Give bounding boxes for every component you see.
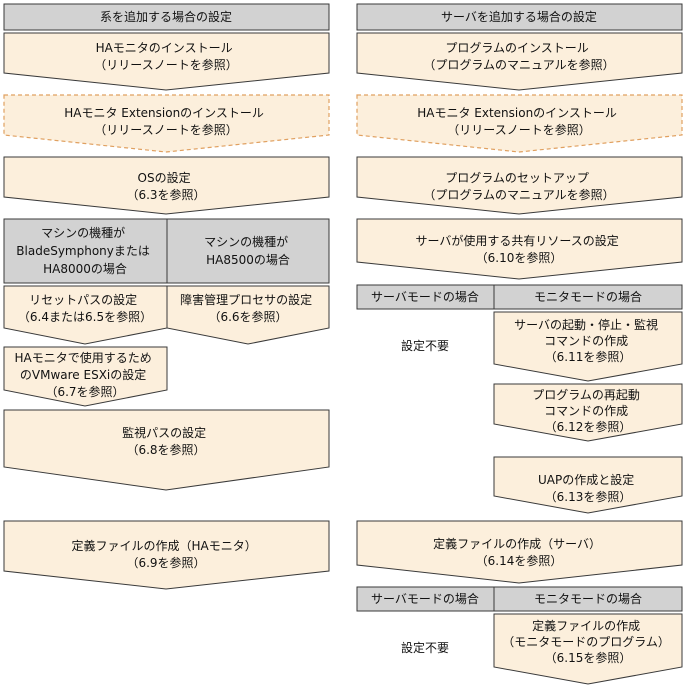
monitor-path-label: 監視パスの設定 （6.8を参照）	[122, 425, 210, 457]
ha-monitor-definition-step	[3, 520, 330, 590]
monitor-mode-definition-label: 定義ファイルの作成 （モニタモードのプログラム） （6.15を参照）	[502, 618, 673, 665]
monitor-mode-label-1: モニタモードの場合	[534, 289, 642, 304]
server-mode-label-2: サーバモードの場合	[371, 591, 479, 606]
vmware-esxi-step	[3, 346, 168, 407]
reset-path-step	[3, 285, 168, 345]
vmware-esxi-label: HAモニタで使用するため のVMware ESXiの設定 （6.7を参照）	[14, 350, 155, 399]
ha-monitor-install-step	[3, 32, 330, 91]
start-stop-command-step	[493, 311, 683, 382]
program-install-label: プログラムのインストール （プログラムのマニュアルを参照）	[423, 41, 614, 72]
os-setup-label: OSの設定 （6.3を参照）	[126, 170, 205, 202]
blade-machine-header	[3, 218, 168, 284]
os-setup-step	[3, 156, 330, 215]
shared-resource-step	[356, 218, 683, 280]
fault-processor-label: 障害管理プロセサの設定 （6.6を参照）	[180, 292, 316, 324]
ha8500-machine-header	[166, 218, 330, 284]
server-mode-header-2	[356, 586, 495, 612]
monitor-mode-header-1	[493, 284, 683, 310]
monitor-mode-header-2	[493, 586, 683, 612]
uap-setup-step	[493, 456, 683, 514]
program-install-step	[356, 32, 683, 91]
left-header: 系を追加する場合の設定	[100, 9, 232, 24]
ha-monitor-install-label: HAモニタのインストール （リリースノートを参照）	[94, 41, 237, 72]
right-extension-install-step	[356, 94, 683, 153]
monitor-path-step	[3, 409, 330, 491]
not-needed-2: 設定不要	[401, 640, 449, 655]
uap-setup-label: UAPの作成と設定 （6.13を参照）	[538, 472, 638, 504]
monitor-mode-label-2: モニタモードの場合	[534, 591, 642, 606]
ha8500-machine-label: マシンの機種が HA8500の場合	[204, 234, 292, 267]
right-extension-install-label: HAモニタ Extensionのインストール （リリースノートを参照）	[417, 106, 621, 137]
right-column: サーバを追加する場合の設定 プログラムのインストール （プログラムのマニュアルを…	[356, 3, 683, 685]
shared-resource-label: サーバが使用する共有リソースの設定 （6.10を参照）	[415, 233, 622, 265]
left-header-box	[3, 3, 330, 31]
start-stop-command-label: サーバの起動・停止・監視 コマンドの作成 （6.11を参照）	[514, 317, 662, 364]
server-definition-label: 定義ファイルの作成（サーバ） （6.14を参照）	[433, 536, 605, 568]
reset-path-label: リセットパスの設定 （6.4または6.5を参照）	[18, 292, 152, 324]
fault-processor-step	[166, 285, 330, 345]
not-needed-1: 設定不要	[401, 338, 449, 353]
server-definition-step	[356, 520, 683, 584]
restart-command-label: プログラムの再起動 コマンドの作成 （6.12を参照）	[532, 388, 643, 434]
server-mode-label-1: サーバモードの場合	[371, 289, 479, 304]
left-extension-install-label: HAモニタ Extensionのインストール （リリースノートを参照）	[64, 106, 268, 137]
left-column: 系を追加する場合の設定 HAモニタのインストール （リリースノートを参照） HA…	[3, 3, 330, 590]
program-setup-step	[356, 156, 683, 215]
restart-command-step	[493, 383, 683, 442]
left-extension-install-step	[3, 94, 330, 153]
server-mode-header-1	[356, 284, 495, 310]
right-header-box	[356, 3, 683, 31]
right-header: サーバを追加する場合の設定	[441, 9, 597, 24]
ha-monitor-definition-label: 定義ファイルの作成（HAモニタ） （6.9を参照）	[71, 538, 260, 570]
monitor-mode-definition-step	[493, 613, 683, 685]
program-setup-label: プログラムのセットアップ （プログラムのマニュアルを参照）	[423, 171, 614, 202]
blade-machine-label: マシンの機種が BladeSymphonyまたは HA8000の場合	[16, 225, 153, 276]
